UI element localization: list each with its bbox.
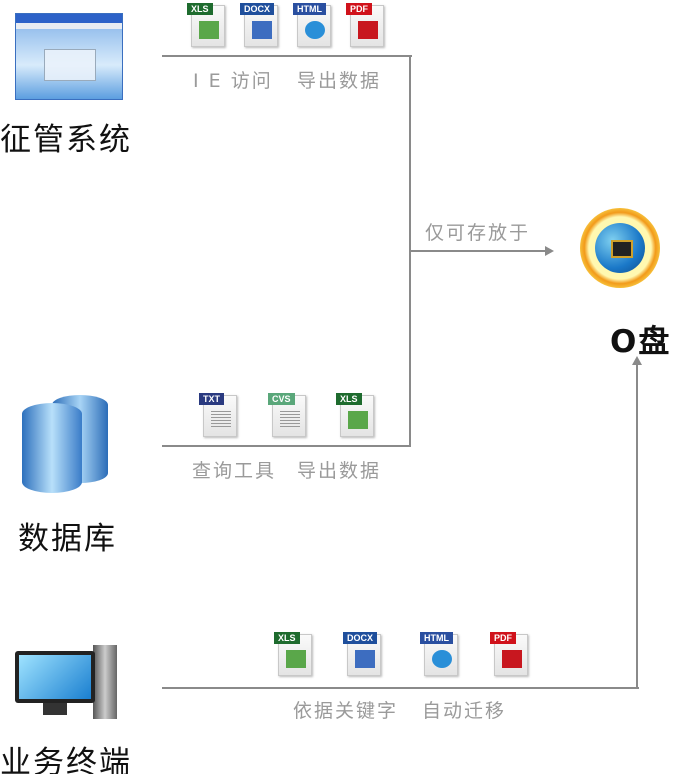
store-arrow-line: [411, 250, 547, 252]
html-file-icon: HTML: [293, 3, 331, 47]
mid-connector-line: [162, 445, 411, 447]
xls-file-icon: XLS: [336, 393, 374, 437]
computer-terminal-icon: [15, 645, 119, 721]
database-title: 数据库: [18, 521, 117, 557]
bottom-connector-line: [162, 687, 639, 689]
pdf-file-icon: PDF: [490, 632, 528, 676]
txt-file-icon: TXT: [199, 393, 237, 437]
cvs-file-icon: CVS: [268, 393, 306, 437]
database-icon: [22, 395, 110, 495]
xls-file-icon: XLS: [274, 632, 312, 676]
arrow-up-icon: [632, 356, 642, 365]
o-disk-title: O盘: [610, 324, 672, 360]
top-label-export: 导出数据: [297, 70, 382, 92]
html-file-icon: HTML: [420, 632, 458, 676]
browser-window-icon: [15, 13, 123, 100]
arrow-right-icon: [545, 246, 554, 256]
docx-file-icon: DOCX: [343, 632, 381, 676]
mid-label-query: 查询工具: [192, 460, 277, 482]
pdf-file-icon: PDF: [346, 3, 384, 47]
vertical-connector-line: [409, 55, 411, 447]
system-title: 征管系统: [0, 122, 132, 158]
bottom-vertical-arrow-line: [636, 364, 638, 689]
mid-label-export: 导出数据: [297, 460, 382, 482]
bottom-label-keyword: 依据关键字: [293, 700, 399, 722]
bottom-label-migrate: 自动迁移: [422, 700, 507, 722]
store-label: 仅可存放于: [425, 222, 531, 244]
network-globe-icon: [580, 208, 660, 288]
top-connector-line: [162, 55, 412, 57]
terminal-title: 业务终端: [0, 745, 132, 774]
xls-file-icon: XLS: [187, 3, 225, 47]
top-label-ie-access: I E 访问: [193, 70, 273, 92]
docx-file-icon: DOCX: [240, 3, 278, 47]
